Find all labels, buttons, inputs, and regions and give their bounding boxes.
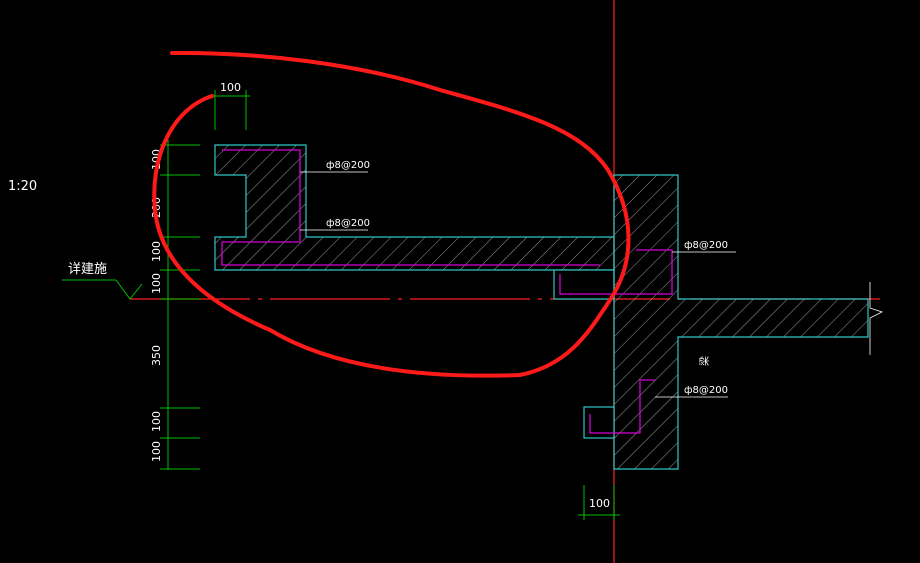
rebar-upstand — [221, 149, 600, 266]
dim-top: 100 — [220, 81, 241, 94]
axis-lines — [130, 0, 880, 563]
wall-section — [613, 174, 869, 470]
see-architecture-note: 详建施 — [68, 262, 107, 277]
dim-bottom: 100 — [589, 497, 610, 510]
scale-label: 1:20 — [8, 179, 37, 194]
dim-left-3: 100 — [150, 241, 163, 262]
break-line — [869, 282, 884, 355]
upstand-section — [214, 144, 615, 271]
concrete-section — [214, 144, 869, 470]
dimension-lines — [62, 90, 620, 520]
dim-left-4: 100 — [150, 273, 163, 294]
beam-label: 梁 — [698, 356, 711, 366]
rebar-wall — [559, 249, 673, 295]
rebar-lines — [221, 149, 673, 434]
rebar-label-3: ф8@200 — [684, 240, 728, 251]
dim-left-7: 100 — [150, 441, 163, 462]
rebar-label-4: ф8@200 — [684, 385, 728, 396]
rebar-label-1: ф8@200 — [326, 160, 370, 171]
rebar-leaders — [300, 171, 736, 398]
red-annotation-loop — [152, 50, 631, 378]
dim-left-5: 350 — [150, 345, 163, 366]
rebar-label-2: ф8@200 — [326, 218, 370, 229]
rebar-lower — [589, 379, 655, 434]
dim-left-6: 100 — [150, 411, 163, 432]
